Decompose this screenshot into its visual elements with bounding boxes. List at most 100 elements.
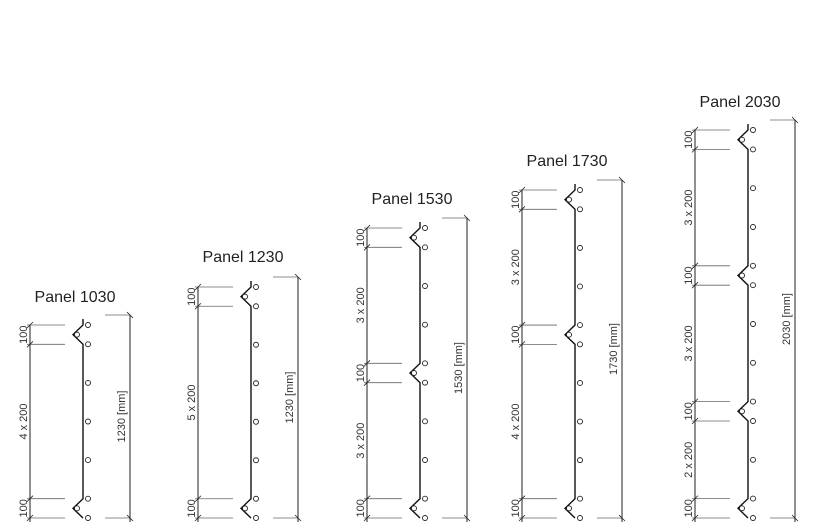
- panel-title: Panel 1030: [35, 289, 116, 306]
- dimension-tick: [26, 495, 34, 502]
- panel-profile: [408, 222, 421, 519]
- segment-label: 100: [355, 499, 367, 517]
- dimension-tick: [691, 281, 699, 289]
- dimension-tick: [691, 262, 699, 270]
- dimension-tick: [463, 214, 471, 222]
- dimension-tick: [691, 398, 699, 405]
- fastener-hole: [74, 505, 80, 512]
- dimension-tick: [26, 514, 34, 522]
- fastener-hole: [85, 457, 91, 464]
- fastener-hole: [577, 322, 583, 329]
- fastener-hole: [577, 457, 583, 464]
- dimension-tick: [518, 321, 526, 329]
- fastener-hole: [750, 515, 756, 521]
- total-dimension-label: 2030 [mm]: [781, 293, 793, 345]
- dimension-tick: [618, 514, 626, 522]
- fastener-hole: [750, 418, 756, 424]
- fastener-hole: [85, 418, 91, 425]
- fastener-hole: [253, 380, 259, 387]
- segment-label: 3 x 200: [355, 423, 367, 459]
- panel-title: Panel 1530: [372, 191, 453, 208]
- fastener-hole: [422, 321, 428, 328]
- segment-label: 100: [186, 499, 198, 517]
- dimension-tick: [363, 379, 371, 386]
- fastener-hole: [750, 359, 756, 366]
- fastener-hole: [566, 505, 572, 512]
- dimension-tick: [518, 206, 526, 213]
- total-dimension-label: 1730 [mm]: [608, 323, 620, 375]
- segment-label: 3 x 200: [355, 287, 367, 323]
- fastener-hole: [750, 282, 756, 289]
- fastener-hole: [750, 456, 756, 463]
- fastener-hole: [577, 495, 583, 502]
- fastener-hole: [422, 225, 428, 231]
- segment-label: 3 x 200: [683, 190, 695, 226]
- panel-title: Panel 2030: [700, 94, 781, 111]
- segment-label: 100: [355, 364, 367, 382]
- fastener-hole: [253, 284, 259, 290]
- fastener-hole: [566, 331, 572, 338]
- fastener-hole: [422, 495, 428, 502]
- fastener-hole: [739, 136, 745, 143]
- panel-profile: [239, 281, 252, 519]
- dimension-tick: [791, 514, 799, 522]
- segment-label: 3 x 200: [510, 249, 522, 285]
- dimension-tick: [691, 417, 699, 425]
- dimension-tick: [194, 283, 202, 291]
- fastener-hole: [577, 283, 583, 290]
- panel-1: Panel 1030 100 4 x 200 100 1230 [mm]: [18, 289, 134, 522]
- fastener-hole: [750, 146, 756, 153]
- dimension-tick: [691, 126, 699, 134]
- dimension-tick: [618, 176, 626, 184]
- fastener-hole: [253, 303, 259, 310]
- fastener-hole: [750, 495, 756, 502]
- fastener-hole: [253, 495, 259, 502]
- fastener-hole: [577, 187, 583, 193]
- fastener-hole: [85, 495, 91, 502]
- dimension-tick: [126, 514, 134, 522]
- segment-label: 4 x 200: [510, 403, 522, 439]
- dimension-tick: [294, 273, 302, 281]
- fastener-hole: [85, 379, 91, 386]
- panel-4: Panel 1730 100 3 x 200 100 4 x 200 100 1730 [m…: [510, 153, 626, 522]
- fastener-hole: [85, 322, 91, 328]
- fastener-hole: [422, 379, 428, 386]
- dimension-tick: [363, 224, 371, 232]
- segment-label: 100: [355, 228, 367, 246]
- fastener-hole: [750, 185, 756, 192]
- fastener-hole: [253, 515, 259, 521]
- fastener-hole: [85, 341, 91, 348]
- segment-label: 100: [510, 190, 522, 208]
- fastener-hole: [750, 321, 756, 327]
- fastener-hole: [739, 272, 745, 279]
- fastener-hole: [750, 224, 756, 230]
- segment-label: 100: [510, 499, 522, 517]
- segment-label: 100: [18, 499, 30, 517]
- dimension-tick: [26, 321, 34, 329]
- fastener-hole: [242, 293, 248, 300]
- dimension-tick: [194, 495, 202, 503]
- fastener-hole: [577, 418, 583, 425]
- fastener-hole: [422, 457, 428, 463]
- fastener-hole: [577, 206, 583, 213]
- fastener-hole: [411, 370, 417, 376]
- panel-title: Panel 1730: [527, 153, 608, 170]
- fastener-hole: [577, 341, 583, 348]
- dimension-tick: [691, 495, 699, 502]
- dimension-tick: [363, 495, 371, 502]
- fastener-hole: [566, 196, 572, 203]
- segment-label: 100: [18, 325, 30, 343]
- segment-label: 4 x 200: [18, 403, 30, 439]
- fastener-hole: [577, 244, 583, 251]
- segment-label: 100: [510, 326, 522, 344]
- total-dimension-label: 1230 [mm]: [116, 391, 128, 443]
- fastener-hole: [750, 127, 756, 133]
- dimension-tick: [463, 514, 471, 522]
- segment-label: 100: [683, 131, 695, 149]
- fastener-hole: [253, 418, 259, 425]
- dimension-tick: [518, 495, 526, 502]
- fastener-hole: [74, 331, 80, 338]
- fastener-hole: [422, 418, 428, 425]
